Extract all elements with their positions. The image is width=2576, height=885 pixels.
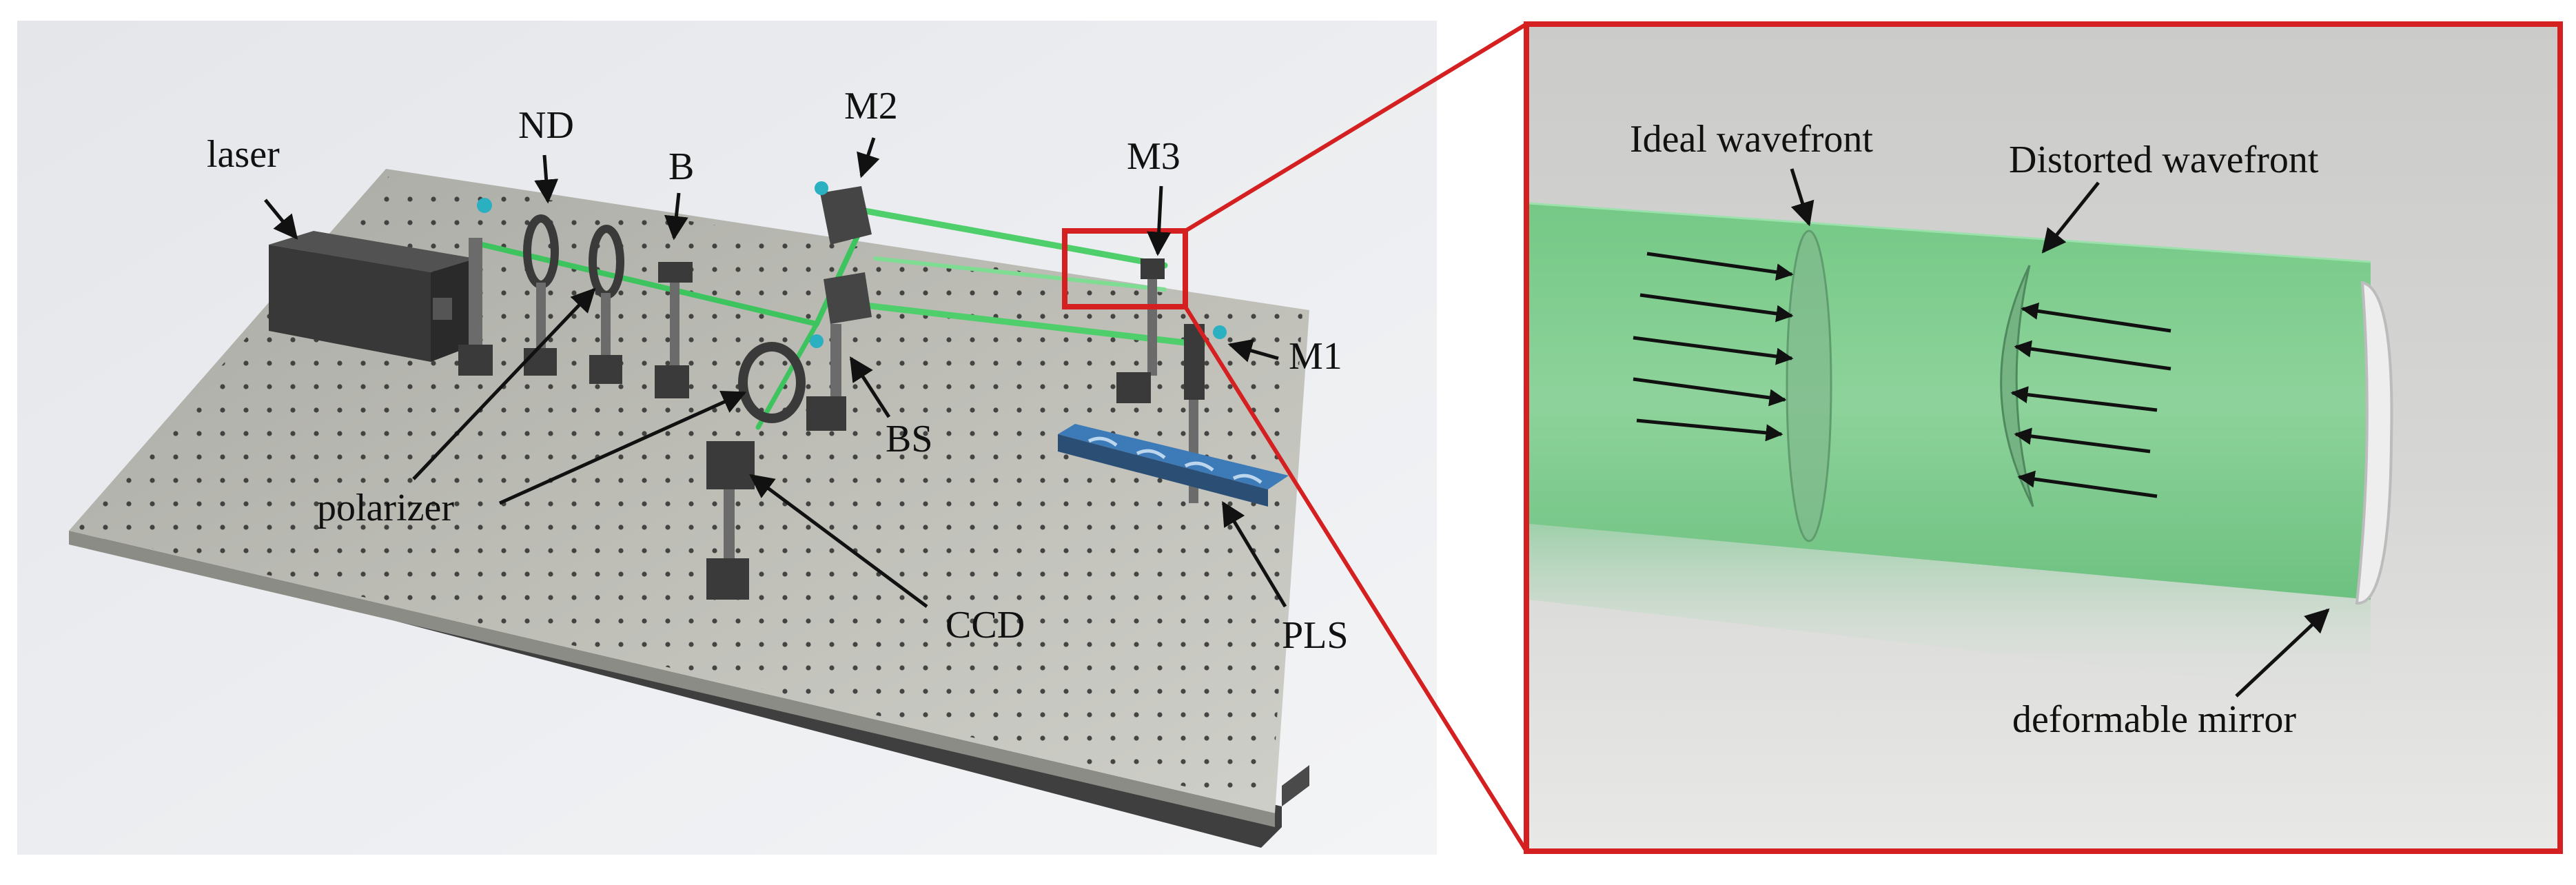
leader-polarizer-a xyxy=(412,287,596,480)
beam-tube xyxy=(1529,203,2371,600)
laser-aperture xyxy=(433,298,452,320)
leader-m2 xyxy=(857,137,880,179)
m3-holder xyxy=(1141,258,1165,279)
bs-knob xyxy=(810,334,824,348)
m1-holder xyxy=(1184,324,1205,400)
post-nd xyxy=(536,283,546,358)
beam-m2-m3 xyxy=(858,207,1168,269)
base-polarizer1 xyxy=(458,345,493,376)
label-ccd: CCD xyxy=(945,604,1025,647)
base-nd xyxy=(524,348,557,376)
label-m2: M2 xyxy=(844,85,898,128)
m2-knob xyxy=(815,181,828,195)
leader-m1 xyxy=(1227,338,1279,363)
b-holder xyxy=(658,262,693,283)
arrow-out-3 xyxy=(2010,386,2158,412)
arrow-in-5 xyxy=(1636,418,1783,442)
components xyxy=(458,181,1289,600)
arrow-out-1 xyxy=(2021,302,2171,333)
zoom-line-top xyxy=(1184,22,1528,233)
pls-pattern xyxy=(1087,436,1263,484)
label-nd: ND xyxy=(518,104,574,147)
leader-m3 xyxy=(1147,185,1172,256)
knob-polarizer1 xyxy=(477,198,492,213)
m1-knob xyxy=(1213,325,1227,339)
zoom-line-bottom xyxy=(1183,305,1529,853)
leader-ccd xyxy=(749,474,928,609)
tube-reflection xyxy=(1529,524,2371,696)
leader-bs xyxy=(849,356,891,418)
pls-top xyxy=(1058,424,1289,489)
leader-nd xyxy=(534,154,559,204)
ccd-camera xyxy=(706,441,755,489)
post-b xyxy=(670,283,679,372)
base-bs xyxy=(806,396,846,431)
leader-mirror xyxy=(2235,608,2330,698)
tube-top-edge xyxy=(1528,202,2371,263)
label-pls: PLS xyxy=(1282,614,1349,657)
beam-to-m2 xyxy=(814,225,864,327)
label-polarizer: polarizer xyxy=(317,487,454,529)
leader-pls xyxy=(1221,500,1287,608)
arrow-out-4 xyxy=(2014,427,2151,454)
polarizer3-ring xyxy=(738,342,806,423)
label-b: B xyxy=(668,145,694,188)
arrow-out-5 xyxy=(2017,470,2158,498)
label-bs: BS xyxy=(886,418,933,460)
leader-laser xyxy=(264,199,298,240)
ideal-wavefront-disk xyxy=(1786,230,1832,542)
base-polarizer2 xyxy=(589,355,622,384)
post-polarizer2 xyxy=(601,293,611,369)
ideal-arrows xyxy=(1633,252,1794,442)
pls-front xyxy=(1058,434,1268,507)
post-m3 xyxy=(1147,279,1157,376)
inset-frame xyxy=(1524,21,2563,854)
leader-distorted xyxy=(2041,181,2100,254)
label-laser: laser xyxy=(207,133,280,176)
label-m3: M3 xyxy=(1127,135,1180,178)
base-ccd xyxy=(706,558,749,600)
left-panel: laser ND B M2 M3 M1 BS polarizer CCD PLS xyxy=(17,21,1529,855)
leader-lines xyxy=(264,137,1287,609)
beam-main xyxy=(480,242,819,327)
laser-top xyxy=(269,231,476,272)
arrow-in-1 xyxy=(1646,252,1794,281)
arrow-in-4 xyxy=(1633,377,1787,407)
laser-beams xyxy=(480,207,1206,430)
inset-panel: Ideal wavefront Distorted wavefront defo… xyxy=(1524,21,2563,854)
table-side-right xyxy=(1282,765,1309,806)
arrow-out-2 xyxy=(2014,340,2171,371)
label-ideal-wavefront: Ideal wavefront xyxy=(1630,118,1873,161)
m2-mount xyxy=(820,186,872,245)
arrow-in-3 xyxy=(1633,336,1794,365)
beam-to-ccd xyxy=(755,321,819,430)
leader-b xyxy=(664,192,688,241)
label-deformable-mirror: deformable mirror xyxy=(2012,698,2296,741)
beam-bs-m1 xyxy=(844,300,1206,348)
laser-side xyxy=(431,258,476,362)
label-m1: M1 xyxy=(1289,335,1342,378)
base-m3 xyxy=(1116,372,1151,403)
post-bs xyxy=(830,324,841,407)
deformable-mirror-shape xyxy=(2355,281,2393,605)
leader-ideal xyxy=(1790,168,1815,227)
post-polarizer1 xyxy=(469,238,482,369)
beam-return xyxy=(873,256,1167,292)
laser-front xyxy=(269,245,431,362)
table-front-lip xyxy=(69,531,1275,827)
base-b xyxy=(655,365,689,398)
laser-device xyxy=(269,231,476,362)
leader-polarizer-b xyxy=(498,390,747,505)
label-distorted-wavefront: Distorted wavefront xyxy=(2009,139,2319,181)
zoom-box xyxy=(1062,228,1188,309)
bs-mount xyxy=(824,272,872,324)
inset-leaders xyxy=(1790,168,2330,698)
arrow-in-2 xyxy=(1639,293,1794,323)
distorted-arrows xyxy=(2010,302,2171,498)
